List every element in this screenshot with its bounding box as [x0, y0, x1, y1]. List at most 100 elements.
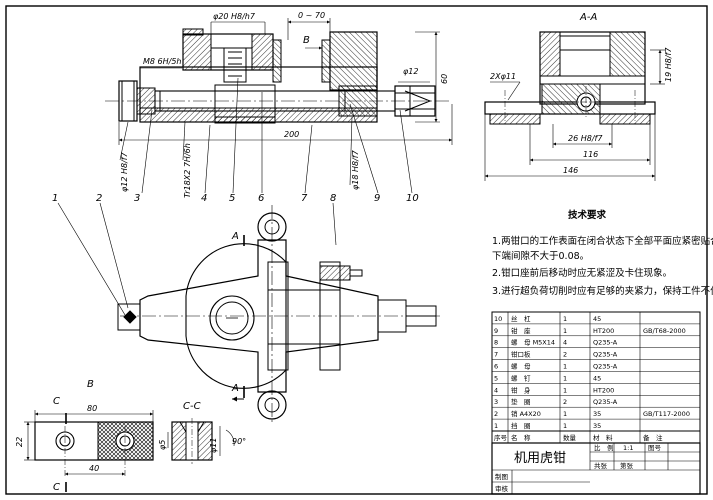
bom-cell: 3: [494, 398, 498, 406]
bom-header-cell: 数量: [563, 433, 577, 442]
w80-label: 80: [87, 404, 97, 413]
callout-6: 6: [258, 193, 264, 204]
bom-cell: Q235-A: [593, 363, 618, 371]
bom-cell: 2: [494, 410, 498, 418]
front-view: [105, 28, 452, 124]
drawing-no-label: 图号: [648, 444, 662, 452]
bom-cell: 垫 圈: [511, 397, 531, 406]
angle-label: 90°: [232, 437, 246, 446]
view-b-marker: B: [303, 35, 310, 46]
bom-header-cell: 序号: [494, 433, 508, 442]
view-b-detail: [34, 421, 154, 478]
bom-cell: HT200: [593, 386, 614, 394]
bom-cell: 1: [563, 410, 567, 418]
fit-right-label: φ18 H8/f7: [351, 149, 360, 190]
drawn-label: 制图: [495, 472, 508, 481]
notes-line-3: 2.钳口座前后移动时应无紧涩及卡住现象。: [492, 267, 672, 279]
bom-cell: HT200: [593, 327, 614, 335]
w146-label: 146: [563, 166, 578, 175]
bom-cell: Q235-A: [593, 339, 618, 347]
bom-cell: 1: [563, 363, 567, 371]
bom-cell: 螺 母: [511, 362, 531, 371]
bom-header-cell: 材 料: [593, 433, 613, 442]
callout-2: 2: [96, 193, 102, 204]
bom-cell: 5: [494, 374, 498, 382]
bom-cell: GB/T68-2000: [643, 327, 686, 335]
travel-label: 0 ~ 70: [298, 11, 325, 20]
height60-label: 60: [440, 74, 449, 84]
checked-label: 审核: [495, 484, 509, 493]
bom-cell: 35: [593, 410, 601, 418]
w40-label: 40: [89, 464, 99, 473]
bom-cell: 螺 母 M5X14: [511, 338, 555, 347]
section-aa-title: A-A: [579, 12, 597, 23]
drawing-title: 机用虎钳: [514, 451, 566, 466]
bom-cell: Q235-A: [593, 351, 618, 359]
bom-cell: 销 A4X20: [511, 409, 541, 418]
bom-cell: 1: [563, 327, 567, 335]
bom-cell: 4: [494, 386, 498, 394]
fit-screw-label: Tr18X2 7H/6h: [183, 143, 192, 198]
dia12-label: φ12: [403, 67, 418, 76]
length200-label: 200: [284, 130, 299, 139]
bom-cell: 钳 座: [511, 326, 531, 335]
d11-label: φ11: [209, 438, 218, 453]
bom-cell: 2: [563, 398, 567, 406]
bom-cell: 35: [593, 422, 601, 430]
cut-a-bottom: A: [231, 383, 239, 394]
cut-a-top: A: [231, 231, 239, 242]
front-view-dimensions: [118, 18, 453, 186]
sheet-no-label: 第张: [620, 461, 634, 470]
notes-line-2: 下端间隙不大于0.08。: [492, 250, 589, 262]
view-b-title: B: [87, 379, 94, 390]
bom-cell: 1: [563, 422, 567, 430]
section-aa-view: [484, 31, 656, 125]
fit-left-label: φ12 H8/f7: [120, 151, 129, 192]
callout-9: 9: [374, 193, 380, 204]
bom-cell: 45: [593, 315, 601, 323]
notes-line-4: 3.进行超负荷切削时应有足够的夹紧力，保持工件不位移。: [492, 285, 713, 297]
bom-cell: GB/T117-2000: [643, 410, 690, 418]
bom-cell: 6: [494, 363, 498, 371]
sheet-border: [5, 5, 708, 495]
title-block: [491, 442, 701, 495]
sheets-label: 共张: [594, 461, 608, 470]
h19-label: 19 H8/f7: [664, 47, 673, 82]
bom-cell: 1: [494, 422, 498, 430]
callout-5: 5: [229, 193, 235, 204]
callout-1: 1: [52, 193, 58, 204]
cut-c-top: C: [53, 396, 60, 407]
notes-title: 技术要求: [568, 209, 607, 221]
bom-cell: 挡 圈: [511, 421, 531, 430]
bom-cell: 8: [494, 339, 498, 347]
bom-cell: 钳 身: [511, 385, 531, 394]
bom-cell: 螺 钉: [511, 373, 531, 382]
d5-label: φ5: [158, 440, 167, 450]
notes-line-1: 1.两钳口的工作表面在闭合状态下全部平面应紧密贴合，钳口: [492, 235, 713, 247]
thread-label: M8 6H/5h: [143, 57, 182, 66]
section-cc-title: C-C: [183, 401, 201, 412]
callout-8: 8: [330, 193, 336, 204]
bom-cell: 钳口板: [511, 350, 531, 359]
callout-3: 3: [134, 193, 140, 204]
callout-7: 7: [301, 193, 308, 204]
part-leaders: [57, 77, 413, 321]
holes-label: 2Xφ11: [490, 72, 516, 81]
h22-label: 22: [15, 437, 24, 447]
bom-cell: 2: [563, 351, 567, 359]
bom-cell: 4: [563, 339, 567, 347]
section-aa-dimensions: [484, 49, 665, 181]
plan-view: [117, 205, 440, 425]
bom-header-cell: 备 注: [643, 433, 663, 442]
scale-value: 1:1: [623, 444, 633, 452]
section-cc-dimensions: [167, 426, 235, 456]
cut-c-bottom: C: [53, 482, 60, 493]
bom-cell: 1: [563, 386, 567, 394]
fit-top-label: φ20 H8/h7: [213, 12, 256, 21]
bom-cell: 1: [563, 374, 567, 382]
bom-cell: 丝 杠: [511, 314, 531, 323]
callout-10: 10: [406, 193, 419, 204]
bom-cell: Q235-A: [593, 398, 618, 406]
